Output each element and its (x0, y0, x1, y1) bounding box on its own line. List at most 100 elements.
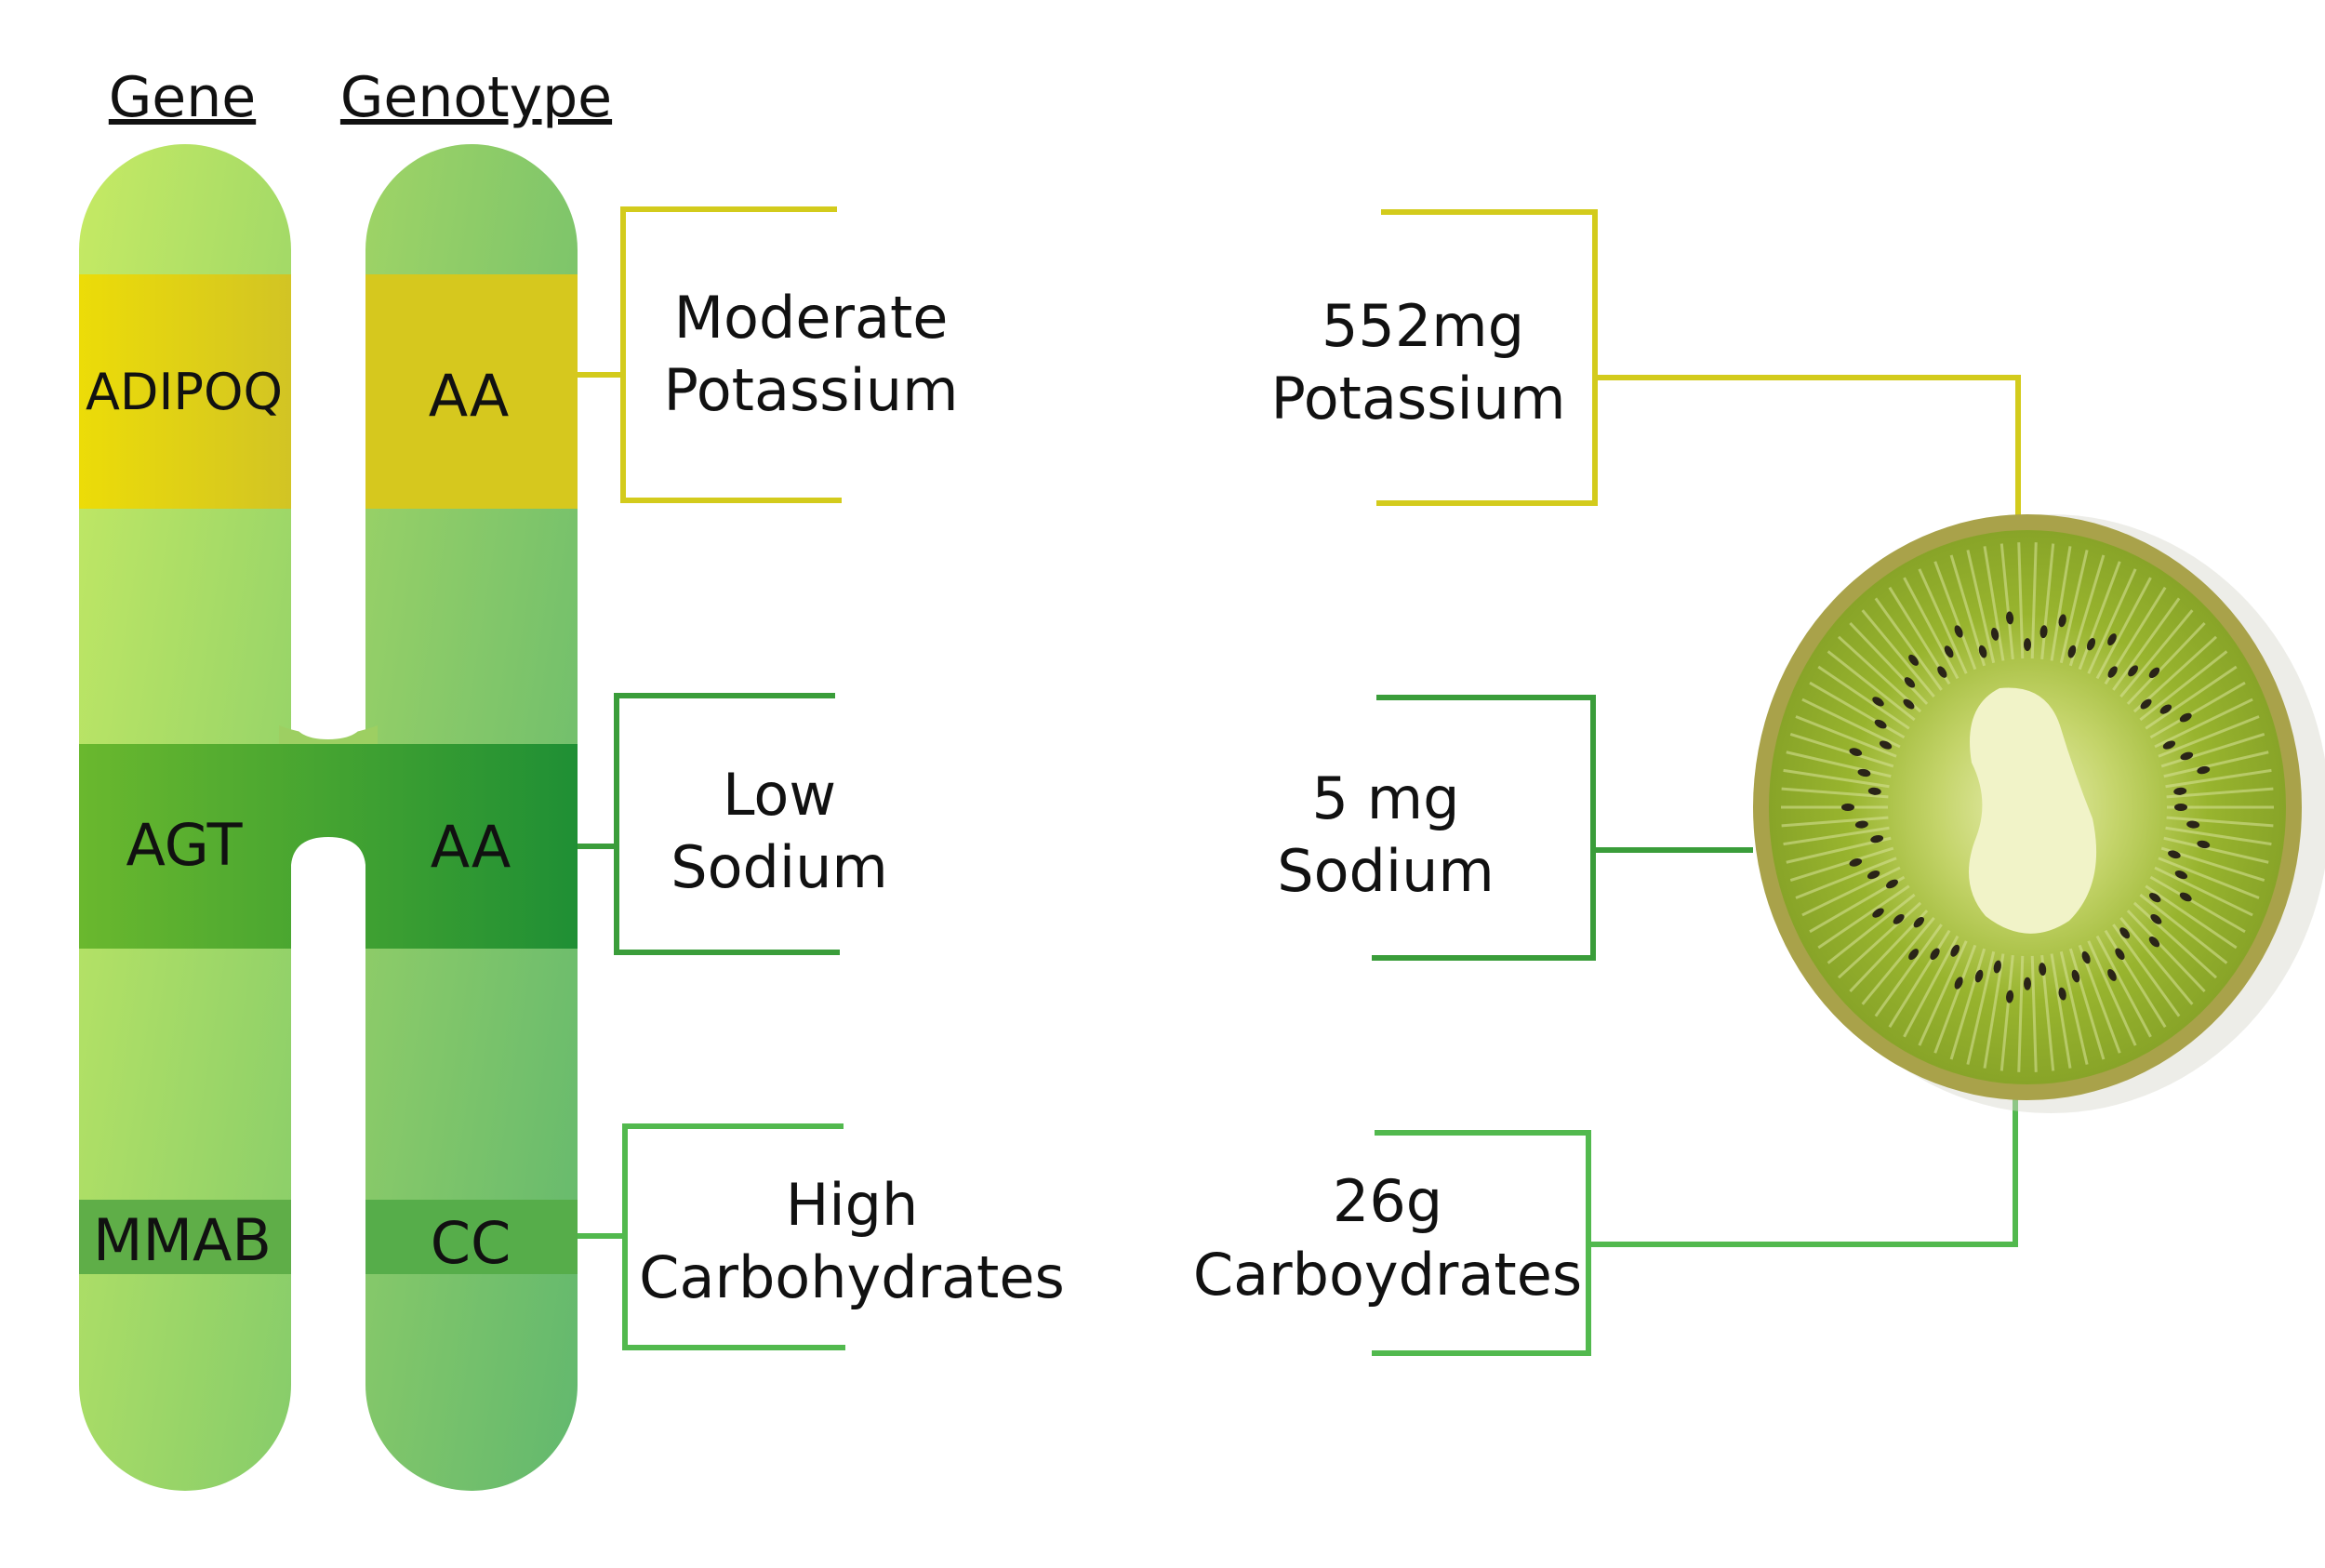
kiwi-ray (2126, 621, 2206, 705)
kiwi-seed (1872, 697, 1884, 707)
kiwi-ray (2068, 554, 2106, 667)
kiwi-ray (2160, 733, 2265, 768)
kiwi-ray (2030, 955, 2038, 1072)
band-mmab (79, 1200, 291, 1274)
kiwi-ray (2166, 787, 2274, 799)
kiwi-seed (2179, 712, 2192, 723)
recommendation-potassium-line1: Moderate (674, 284, 949, 352)
band-adipoq-genotype (365, 274, 578, 509)
kiwi-seed (2006, 611, 2014, 625)
kiwi-ray (2158, 715, 2260, 758)
kiwi-seed (1870, 834, 1884, 844)
chromosome (79, 144, 578, 1491)
kiwi-ray (2095, 935, 2152, 1038)
kiwi-ray (1795, 715, 1897, 758)
kiwi-seed (2128, 665, 2138, 677)
kiwi-seed (1944, 645, 1954, 658)
kiwi-seed (1849, 858, 1863, 867)
food-potassium-line1: 552mg (1322, 292, 1524, 360)
genotype-label-agt: AA (431, 813, 512, 881)
kiwi-ray (1795, 857, 1897, 899)
kiwi-ray (1817, 665, 1910, 730)
kiwi-ray (2095, 577, 2152, 680)
kiwi-seed (1950, 944, 1960, 957)
kiwi-seed (1903, 698, 1915, 710)
food-sodium-line1: 5 mg (1312, 764, 1460, 832)
kiwi-seed (2179, 892, 2192, 902)
kiwi-seed (2058, 987, 2066, 1001)
kiwi-seed (2119, 927, 2131, 939)
bracket-carbs-right (1372, 1096, 2018, 1356)
kiwi-ray (1933, 944, 1977, 1054)
kiwi-seed (2197, 765, 2211, 775)
kiwi-ray (1903, 935, 1960, 1038)
kiwi-ray (2050, 546, 2072, 661)
kiwi-ray (1949, 554, 1986, 667)
kiwi-seed (1954, 977, 1963, 990)
kiwi-seed (2150, 913, 2162, 924)
kiwi-seed (2168, 850, 2181, 859)
kiwi-seed (2174, 870, 2188, 880)
kiwi-seed (2107, 968, 2117, 981)
kiwi-seed (1867, 787, 1881, 795)
food-carbs-line2: Carboydrates (1193, 1241, 1582, 1309)
kiwi-seed (1849, 748, 1863, 756)
kiwi-ray (1801, 698, 1901, 749)
kiwi-seed (1841, 804, 1854, 811)
kiwi-ray (2050, 953, 2072, 1069)
recommendation-carbs-line2: Carbohydrates (639, 1243, 1065, 1311)
kiwi-seed (2071, 969, 2080, 983)
kiwi-ray (2078, 561, 2121, 671)
recommendation-sodium-line1: Low (723, 761, 836, 829)
kiwi-seed (2148, 893, 2161, 903)
kiwi-ray (1781, 816, 1889, 828)
kiwi-ray (1783, 768, 1890, 789)
kiwi-ray (2132, 901, 2218, 979)
kiwi-seed (2024, 977, 2031, 990)
kiwi-seed (2173, 787, 2187, 795)
kiwi-seed (2162, 740, 2176, 750)
kiwi-ray (1861, 916, 1935, 1005)
kiwi-seed (2086, 638, 2096, 651)
recommendation-carbs-line1: High (786, 1171, 919, 1239)
bracket-carbs-left (578, 1123, 845, 1350)
kiwi-seed (2159, 704, 2172, 714)
chromatid-gap-upper (291, 512, 365, 739)
kiwi-ray (2165, 768, 2272, 789)
kiwi-seed (1872, 908, 1884, 918)
kiwi-ray (1933, 561, 1977, 671)
genotype-label-adipoq: AA (429, 362, 510, 430)
kiwi-ray (2040, 543, 2055, 660)
kiwi-ray (1861, 609, 1935, 698)
kiwi-seed (2006, 990, 2014, 1003)
kiwi-ray (1983, 953, 2005, 1069)
kiwi-seed (1879, 740, 1893, 750)
kiwi-ray (2154, 866, 2253, 917)
kiwi-seed (1893, 913, 1905, 924)
kiwi-ray (2154, 698, 2253, 749)
kiwi-seed (1857, 768, 1871, 777)
kiwi-seed (2115, 948, 2125, 960)
food-carbs-line1: 26g (1333, 1167, 1442, 1235)
band-adipoq (79, 274, 291, 509)
kiwi-ray (1781, 787, 1889, 799)
kiwi-ray (2030, 542, 2038, 659)
kiwi-seed (2174, 804, 2187, 811)
kiwi-ray (2145, 665, 2238, 730)
kiwi-core (1969, 687, 2097, 934)
kiwi-seed (1908, 949, 1919, 961)
bracket-potassium-left (578, 206, 842, 503)
kiwi-ray (1801, 866, 1901, 917)
recommendation-sodium-line2: Sodium (671, 833, 888, 901)
kiwi-ray (1966, 550, 1996, 664)
kiwi-ray (1874, 924, 1943, 1017)
chromatid-gap-bottom (291, 949, 365, 1491)
kiwi-ray (2068, 948, 2106, 1060)
kiwi-seeds (1841, 611, 2211, 1003)
kiwi-ray (2163, 836, 2269, 864)
kiwi-ray (1849, 621, 1929, 705)
kiwi-seed (1990, 627, 2000, 641)
kiwi-ray (1783, 826, 1890, 846)
kiwi-seed (1978, 644, 1987, 658)
kiwi-seed (2058, 614, 2066, 628)
